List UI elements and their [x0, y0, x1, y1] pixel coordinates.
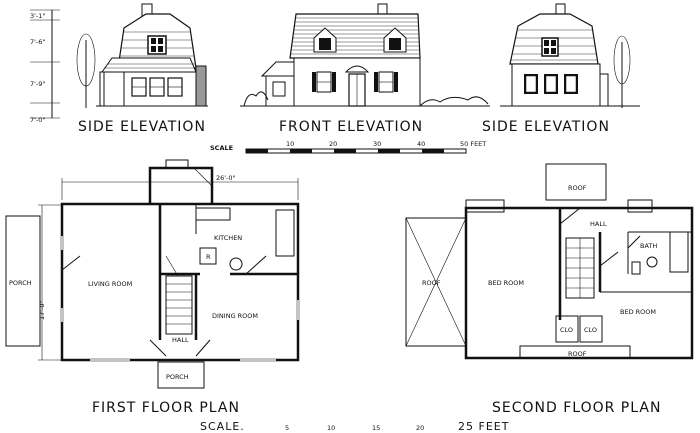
kitchen-label: KITCHEN — [214, 234, 242, 242]
side-elevation-left-caption: SIDE ELEVATION — [78, 119, 206, 135]
first-floor-plan: 26'-0" 17'-0" — [5, 159, 300, 389]
side-elevation-right-caption: SIDE ELEVATION — [482, 119, 610, 135]
side-elevation-right — [500, 3, 640, 108]
closet-left-label: CLO — [560, 326, 573, 334]
first-floor-depth-dimension: 17'-0" — [38, 300, 46, 320]
second-floor-plan: ROOF HALL BATH ROOF BED ROOM BED ROOM CL… — [405, 163, 694, 360]
elevation-scale-bar: SCALE 10 20 30 40 50 FEET — [210, 140, 486, 154]
front-porch-label: PORCH — [166, 373, 189, 381]
bath-label: BATH — [640, 242, 657, 250]
elevation-scale-tick-30: 30 — [373, 140, 381, 148]
elevation-scale-tick-40: 40 — [417, 140, 425, 148]
second-floor-plan-caption: SECOND FLOOR PLAN — [492, 400, 661, 416]
bed-room-left-label: BED ROOM — [488, 279, 524, 287]
closet-right-label: CLO — [584, 326, 597, 334]
height-second-floor: 7'-6" — [30, 38, 45, 46]
living-room-label: LIVING ROOM — [88, 280, 132, 288]
first-floor-plan-caption: FIRST FLOOR PLAN — [92, 400, 240, 416]
second-floor-side-roof-label: ROOF — [422, 279, 441, 287]
second-floor-bottom-roof-label: ROOF — [568, 350, 587, 358]
elevation-scale-label: SCALE — [210, 144, 233, 152]
height-first-floor: 7'-9" — [30, 80, 45, 88]
plan-scale-tick-15: 15 — [372, 424, 380, 432]
dining-room-label: DINING ROOM — [212, 312, 258, 320]
plan-scale-label: SCALE. — [200, 420, 245, 433]
height-roof-top: 3'-1" — [30, 12, 45, 20]
plan-scale-tick-25: 25 FEET — [458, 420, 509, 433]
front-elevation-caption: FRONT ELEVATION — [279, 119, 423, 135]
plan-scale: SCALE. 5 10 15 20 25 FEET — [200, 420, 509, 433]
elevation-scale-tick-10: 10 — [286, 140, 294, 148]
bed-room-right-label: BED ROOM — [620, 308, 656, 316]
second-floor-top-roof-label: ROOF — [568, 184, 587, 192]
plan-scale-tick-20: 20 — [416, 424, 424, 432]
first-floor-width-dimension: 26'-0" — [216, 174, 236, 182]
refrigerator-label: R — [206, 253, 211, 261]
plan-scale-tick-5: 5 — [285, 424, 289, 432]
second-floor-hall-label: HALL — [590, 220, 607, 228]
elevation-scale-tick-50: 50 FEET — [460, 140, 486, 148]
first-floor-hall-label: HALL — [172, 336, 189, 344]
side-elevation-left — [76, 3, 208, 108]
elevation-scale-tick-20: 20 — [329, 140, 337, 148]
height-basement: 7'-0" — [30, 116, 45, 124]
first-floor-side-porch-label: PORCH — [9, 279, 32, 287]
front-elevation — [240, 3, 490, 107]
plan-scale-tick-10: 10 — [327, 424, 335, 432]
height-dimensions: 3'-1" 7'-6" 7'-9" 7'-0" — [30, 9, 60, 124]
